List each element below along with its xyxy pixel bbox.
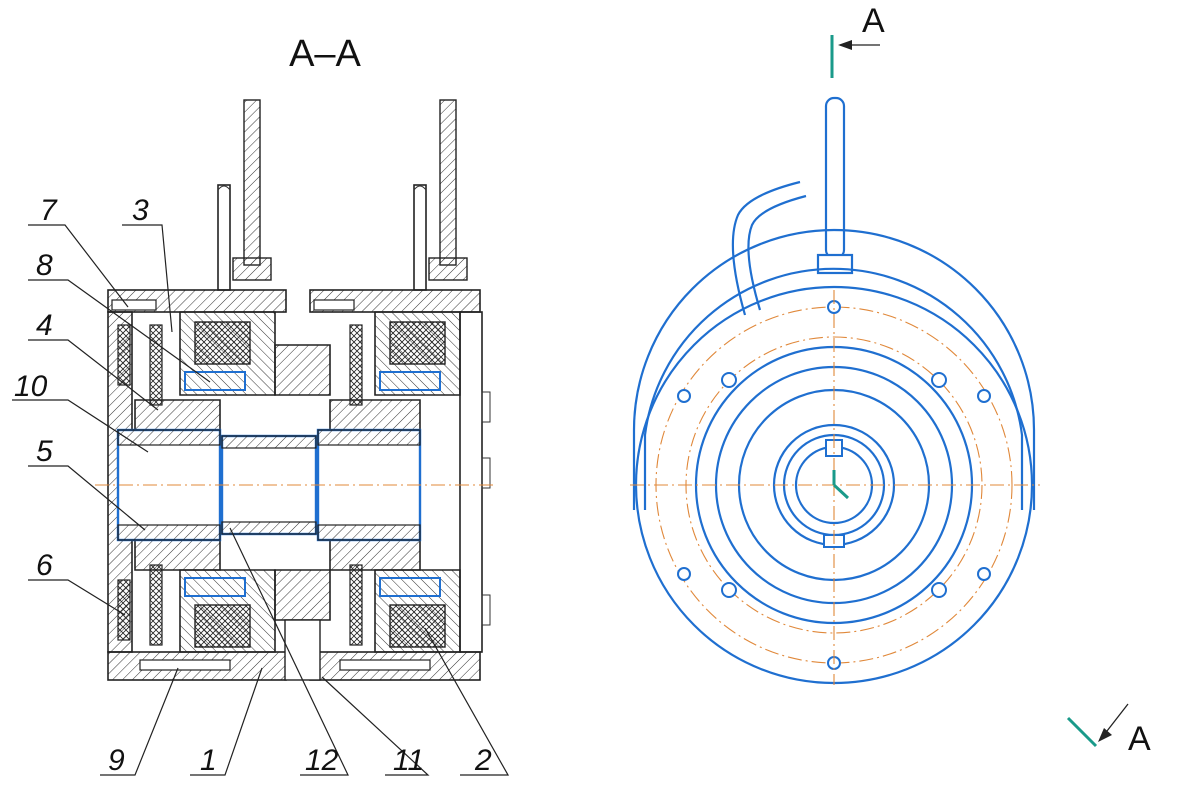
- callout-12: 12: [305, 744, 339, 777]
- callout-10: 10: [14, 370, 48, 403]
- section-view: [95, 99, 495, 681]
- callout-11: 11: [393, 744, 424, 777]
- callout-8: 8: [36, 249, 53, 282]
- callout-6: 6: [36, 549, 53, 582]
- callout-7: 7: [40, 194, 58, 227]
- callout-3: 3: [132, 194, 149, 227]
- callout-5: 5: [36, 435, 53, 468]
- front-view: A: [630, 2, 1151, 758]
- shaft: [116, 428, 422, 542]
- callouts: 7 3 8 4 10 5 6 9 1 12 11 2: [14, 194, 492, 777]
- bolt-holes: [677, 300, 991, 670]
- view-marker-top-label: A: [862, 2, 885, 40]
- section-title: A–A: [289, 33, 361, 75]
- callout-2: 2: [474, 744, 492, 777]
- view-marker-bottom-label: A: [1128, 720, 1151, 758]
- leader-lines: [12, 224, 510, 776]
- callout-9: 9: [108, 744, 125, 777]
- callout-1: 1: [200, 744, 217, 777]
- top-studs: [217, 99, 468, 291]
- section-marker-bottom: [1066, 716, 1098, 748]
- callout-4: 4: [36, 309, 53, 342]
